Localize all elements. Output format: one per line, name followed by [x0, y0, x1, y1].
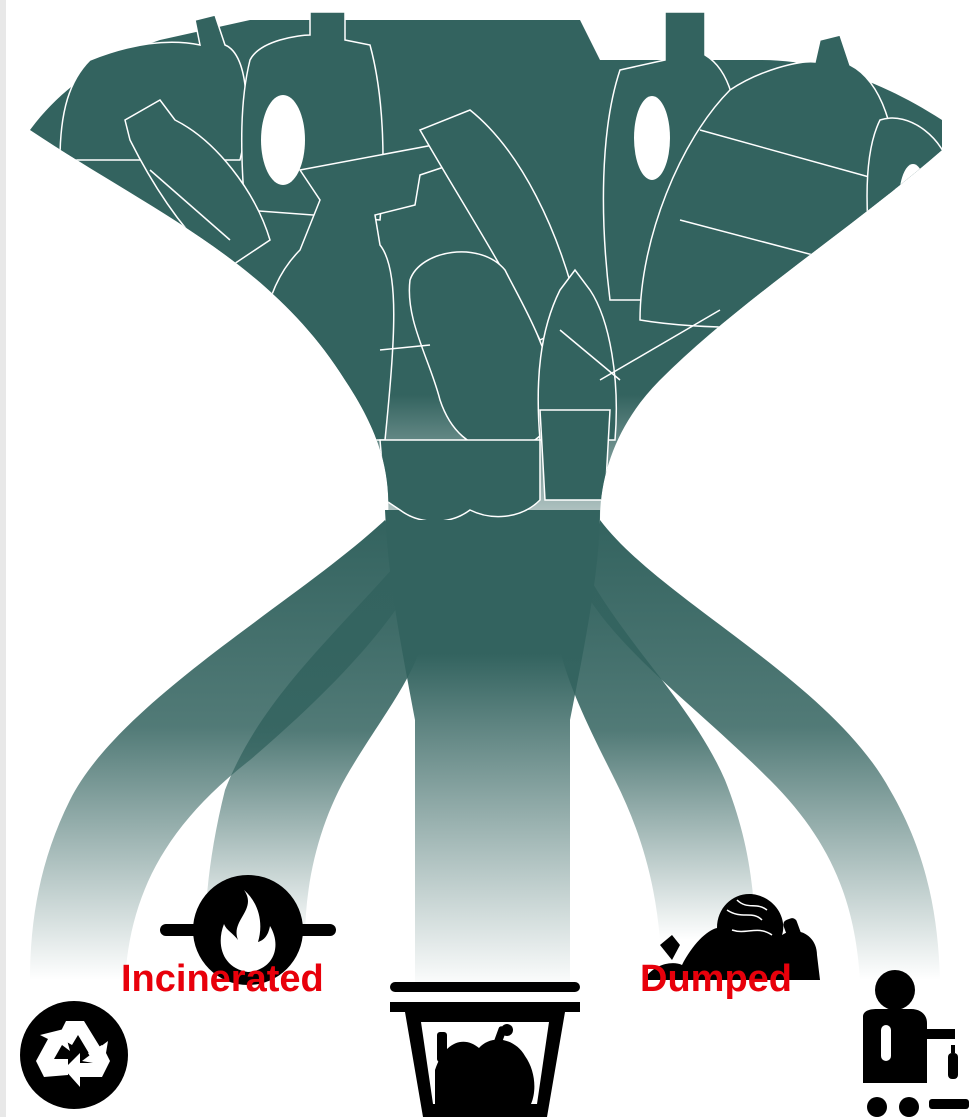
bottle-handle-hole — [899, 164, 927, 236]
bottle-shape — [539, 409, 611, 501]
flow-stream-landfill — [385, 510, 600, 990]
label-incinerated: Incinerated — [121, 958, 324, 1000]
litter-person-icon — [863, 970, 969, 1117]
bottle-shape — [379, 439, 541, 520]
flow-stream-recycled — [30, 520, 415, 980]
bottle-funnel — [30, 11, 942, 520]
recycle-icon — [20, 1001, 128, 1109]
left-edge-strip — [0, 0, 6, 1117]
dump-pile-icon — [644, 894, 820, 980]
landfill-icon — [390, 982, 580, 1117]
incinerator-icon — [160, 875, 336, 985]
bottle-handle-hole — [261, 95, 305, 185]
bottle-shape — [537, 268, 618, 441]
flow-stream-littered — [590, 520, 940, 980]
flow-stream-incinerated — [205, 560, 420, 940]
bottle-shape — [124, 99, 271, 271]
flow-stream-dumped — [560, 560, 755, 940]
bottle-shape — [59, 14, 247, 161]
label-dumped: Dumped — [640, 958, 792, 1000]
bottle-handle-hole — [634, 96, 670, 180]
